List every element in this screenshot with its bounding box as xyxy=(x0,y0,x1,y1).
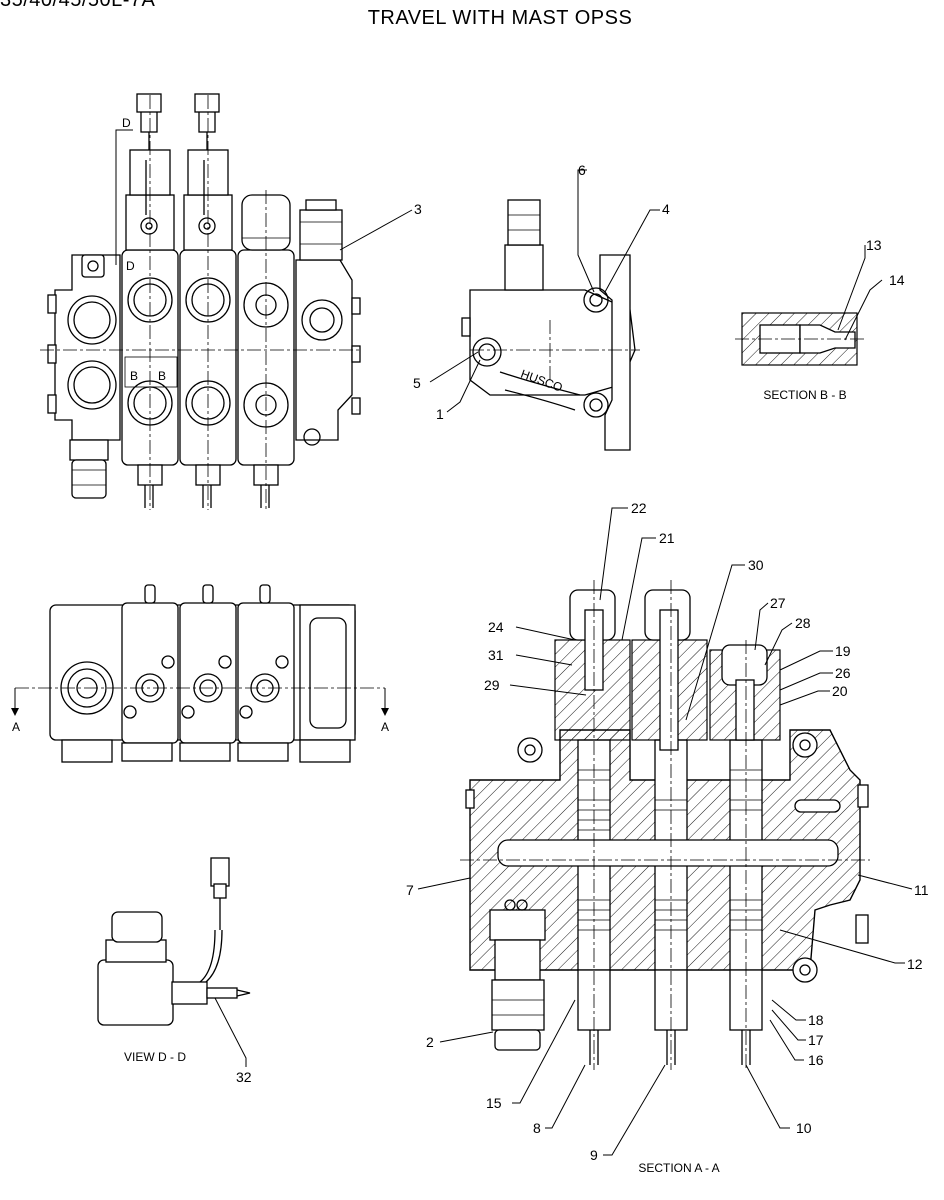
valve-front-view: D D B B xyxy=(40,93,361,510)
callout-9: 9 xyxy=(590,1147,598,1163)
callout-20: 20 xyxy=(832,683,848,699)
callout-26: 26 xyxy=(835,665,851,681)
callout-24: 24 xyxy=(488,619,504,635)
callout-13: 13 xyxy=(866,237,882,253)
callout-21: 21 xyxy=(659,530,675,546)
callout-8: 8 xyxy=(533,1120,541,1136)
model-code: 35/40/45/50L-7A xyxy=(0,0,156,11)
callout-10: 10 xyxy=(796,1120,812,1136)
callout-15: 15 xyxy=(486,1095,502,1111)
callout-3: 3 xyxy=(414,201,422,217)
callout-2: 2 xyxy=(426,1034,434,1050)
callout-31: 31 xyxy=(488,647,504,663)
callout-1: 1 xyxy=(436,406,444,422)
callout-32: 32 xyxy=(236,1069,252,1085)
callout-22: 22 xyxy=(631,500,647,516)
callout-27: 27 xyxy=(770,595,786,611)
view-dd-caption: VIEW D - D xyxy=(124,1050,186,1064)
callout-17: 17 xyxy=(808,1032,824,1048)
callout-30: 30 xyxy=(748,557,764,573)
part-callouts: 1 2 3 4 5 6 7 8 9 10 11 12 13 14 15 16 1… xyxy=(236,162,929,1163)
callout-4: 4 xyxy=(662,201,670,217)
callout-12: 12 xyxy=(907,956,923,972)
leader-lines xyxy=(214,169,913,1156)
callout-6: 6 xyxy=(578,162,586,178)
section-bb-caption: SECTION B - B xyxy=(763,388,846,402)
section-bb: SECTION B - B xyxy=(735,312,865,402)
callout-14: 14 xyxy=(889,272,905,288)
section-aa: SECTION A - A xyxy=(460,580,870,1175)
marker-d-label: D xyxy=(122,116,131,130)
marker-a-label: A xyxy=(12,720,20,734)
view-dd: VIEW D - D xyxy=(97,857,251,1064)
callout-7: 7 xyxy=(406,882,414,898)
marker-b-label: B xyxy=(130,369,138,383)
callout-29: 29 xyxy=(484,677,500,693)
callout-19: 19 xyxy=(835,643,851,659)
marker-b-label: B xyxy=(158,369,166,383)
callout-16: 16 xyxy=(808,1052,824,1068)
valve-side-view: HUSCO xyxy=(461,199,640,451)
marker-a-label: A xyxy=(381,720,389,734)
valve-top-view: A A xyxy=(11,584,389,763)
marker-d-label: D xyxy=(126,259,135,273)
section-aa-caption: SECTION A - A xyxy=(638,1161,719,1175)
callout-18: 18 xyxy=(808,1012,824,1028)
callout-5: 5 xyxy=(413,375,421,391)
callout-28: 28 xyxy=(795,615,811,631)
callout-11: 11 xyxy=(914,882,929,898)
page-title: TRAVEL WITH MAST OPSS xyxy=(368,7,633,29)
